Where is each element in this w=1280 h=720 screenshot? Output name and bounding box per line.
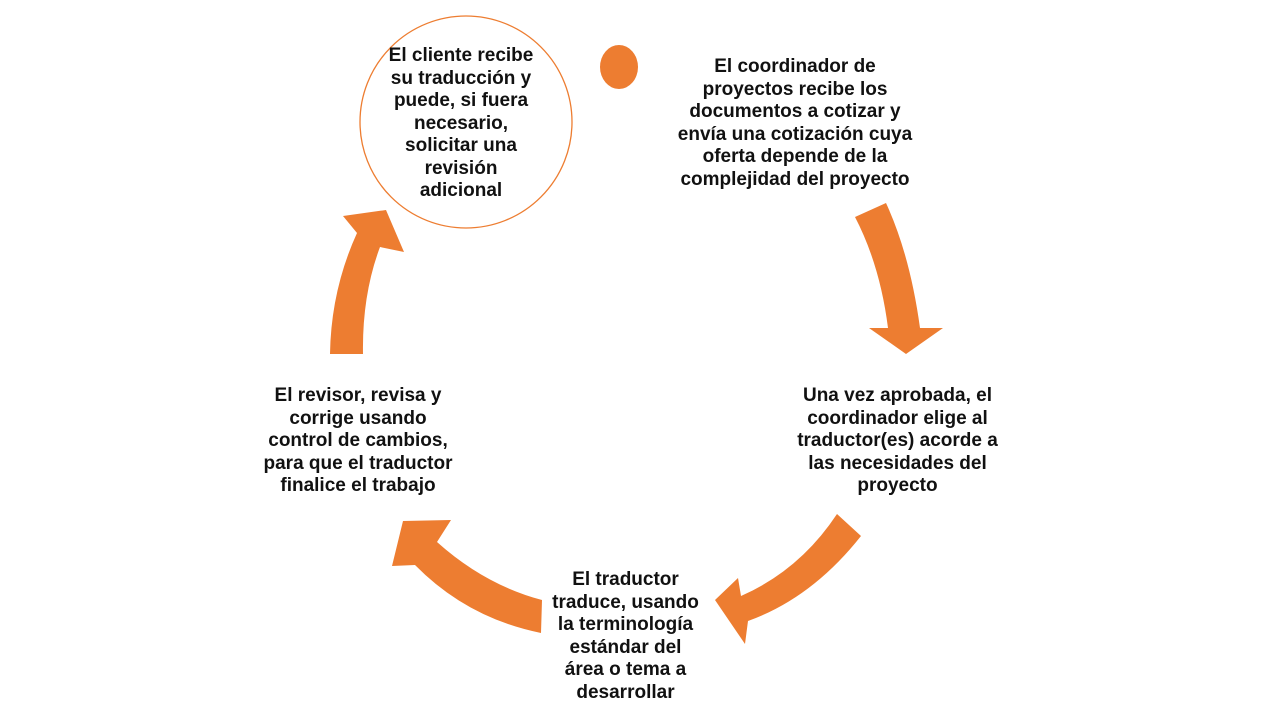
arrow-step2-to-step3	[715, 514, 861, 644]
arrow-step1-to-step2	[855, 203, 943, 354]
step-1-text: El coordinador de proyectos recibe los d…	[677, 56, 913, 190]
start-marker-dot	[600, 45, 638, 89]
arrow-step4-to-step5	[330, 210, 404, 354]
step-4-text: El revisor, revisa y corrige usando cont…	[263, 385, 453, 496]
step-5-text: El cliente recibe su traducción y puede,…	[388, 45, 534, 201]
step-2-text: Una vez aprobada, el coordinador elige a…	[797, 385, 998, 496]
step-3-text: El traductor traduce, usando la terminol…	[552, 569, 699, 703]
arrow-step3-to-step4	[392, 520, 542, 633]
highlight-circle	[359, 15, 573, 229]
